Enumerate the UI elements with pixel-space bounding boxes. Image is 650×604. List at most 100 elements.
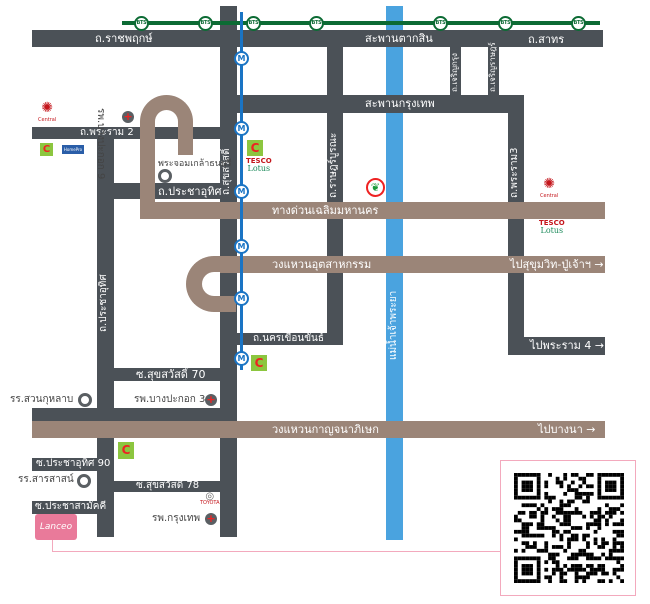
road-charoenrat — [488, 47, 499, 95]
qr-module — [608, 473, 613, 477]
qr-module — [570, 552, 575, 557]
qr-module — [536, 488, 541, 492]
bts-station-icon: BTS — [433, 16, 448, 31]
qr-module — [532, 579, 537, 583]
toyota-logo: ◎TOYOTA — [200, 492, 220, 507]
qr-module — [532, 495, 537, 500]
qr-module — [521, 541, 526, 546]
qr-module — [612, 473, 617, 477]
qr-module — [589, 514, 594, 519]
qr-module — [597, 564, 602, 568]
qr-module — [521, 533, 526, 538]
qr-module — [578, 476, 583, 481]
qr-module — [540, 514, 545, 519]
river — [386, 6, 403, 540]
qr-module — [536, 491, 541, 496]
qr-module — [582, 480, 587, 485]
qr-module — [514, 491, 518, 496]
qr-module — [601, 495, 606, 500]
bts-line — [122, 21, 600, 25]
qr-module — [529, 545, 533, 549]
qr-module — [514, 473, 518, 477]
qr-module — [620, 548, 624, 553]
qr-module — [559, 567, 564, 572]
qr-module — [529, 495, 533, 500]
qr-module — [548, 499, 552, 504]
qr-module — [597, 476, 602, 481]
qr-module — [521, 484, 526, 489]
qr-module — [574, 507, 579, 511]
qr-module — [620, 541, 624, 546]
label-kanchanaphisek: วงแหวนกาญจนาภิเษก — [272, 423, 379, 436]
qr-module — [578, 575, 583, 580]
qr-module — [563, 548, 568, 553]
qr-module — [612, 537, 617, 542]
qr-module — [597, 495, 602, 500]
qr-module — [551, 495, 556, 500]
mrt-station-icon: M — [234, 351, 249, 366]
qr-module — [616, 533, 621, 538]
qr-module — [517, 518, 522, 523]
qr-module — [620, 491, 624, 496]
qr-module — [616, 495, 621, 500]
qr-module — [525, 556, 530, 561]
qr-frame — [500, 460, 636, 596]
qr-module — [525, 564, 530, 568]
central-label: Central — [38, 117, 57, 123]
qr-module — [514, 484, 518, 489]
central-logo: ✺Central — [540, 177, 558, 202]
qr-code[interactable] — [514, 473, 624, 583]
qr-module — [608, 552, 613, 557]
qr-module — [514, 560, 518, 565]
qr-module — [544, 575, 549, 580]
qr-module — [536, 533, 541, 538]
qr-module — [514, 575, 518, 580]
qr-module — [559, 510, 564, 515]
qr-module — [567, 541, 571, 546]
qr-module — [563, 473, 568, 477]
label-industrial-ring: วงแหวนอุตสาหกรรม — [272, 258, 372, 271]
qr-module — [521, 510, 526, 515]
qr-module — [620, 556, 624, 561]
qr-module — [620, 476, 624, 481]
qr-module — [525, 473, 530, 477]
mrt-station-icon: M — [234, 239, 249, 254]
qr-module — [589, 571, 594, 576]
qr-module — [559, 484, 564, 489]
mrt-station-icon: M — [234, 121, 249, 136]
bts-station-icon: BTS — [134, 16, 149, 31]
qr-module — [567, 537, 571, 542]
qr-module — [563, 522, 568, 527]
qr-module — [555, 510, 560, 515]
qr-module — [578, 564, 583, 568]
qr-module — [517, 529, 522, 534]
qr-module — [608, 510, 613, 515]
qr-module — [601, 571, 606, 576]
qr-module — [586, 575, 590, 580]
qr-module — [551, 556, 556, 561]
qr-module — [586, 533, 590, 538]
qr-module — [608, 556, 613, 561]
tesco-label: TESCO — [246, 157, 272, 165]
qr-module — [586, 491, 590, 496]
qr-module — [544, 548, 549, 553]
qr-module — [544, 491, 549, 496]
qr-module — [597, 545, 602, 549]
qr-module — [582, 533, 587, 538]
qr-module — [536, 560, 541, 565]
qr-module — [605, 522, 609, 527]
qr-module — [529, 556, 533, 561]
qr-module — [529, 579, 533, 583]
qr-module — [574, 537, 579, 542]
qr-module — [605, 503, 609, 508]
qr-module — [555, 518, 560, 523]
qr-module — [582, 567, 587, 572]
qr-module — [574, 552, 579, 557]
qr-module — [605, 473, 609, 477]
qr-module — [521, 548, 526, 553]
qr-module — [536, 476, 541, 481]
qr-module — [548, 495, 552, 500]
qr-module — [525, 495, 530, 500]
qr-module — [525, 503, 530, 508]
qr-module — [540, 548, 545, 553]
